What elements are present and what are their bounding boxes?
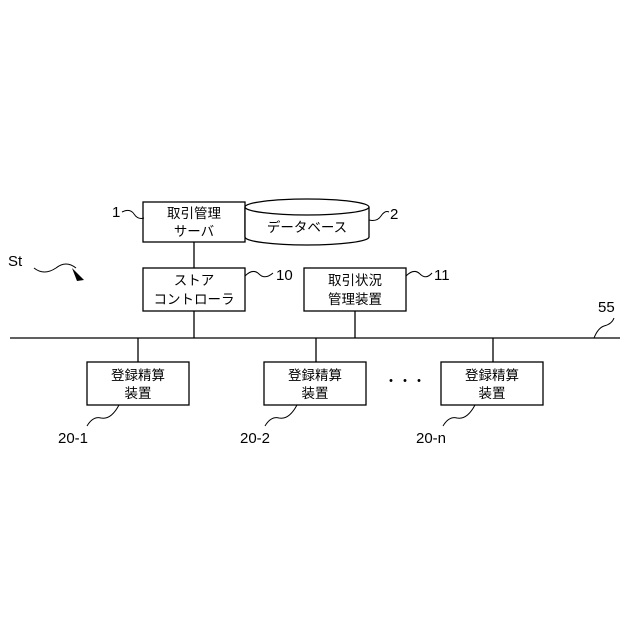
store-arrow-icon: [72, 268, 84, 281]
terminal-n-label-line1: 登録精算: [465, 368, 519, 384]
database-leader-line: [369, 212, 389, 221]
terminal-2-leader-line: [265, 405, 297, 426]
database-top: [245, 199, 369, 215]
server-node: 取引管理 サーバ: [143, 202, 245, 242]
database-node: データベース: [245, 199, 369, 245]
terminal-n-leader-line: [443, 405, 475, 426]
server-label-line1: 取引管理: [167, 206, 221, 222]
controller-label-line2: コントローラ: [154, 292, 235, 308]
terminal-n-label-line2: 装置: [479, 386, 506, 402]
terminal-2-label-line1: 登録精算: [288, 368, 342, 384]
status-manager-node: 取引状況 管理装置: [304, 268, 406, 311]
status-manager-label-line1: 取引状況: [328, 273, 382, 289]
controller-ref-label: 10: [276, 267, 293, 284]
terminal-1-label-line1: 登録精算: [111, 368, 165, 384]
database-label: データベース: [267, 219, 347, 236]
database-ref-label: 2: [390, 206, 398, 223]
network-ref-label: 55: [598, 299, 615, 316]
store-ref-label: St: [8, 253, 23, 270]
terminal-2-node: 登録精算 装置: [264, 362, 366, 405]
terminal-1-node: 登録精算 装置: [87, 362, 189, 405]
status-manager-label-line2: 管理装置: [328, 292, 382, 308]
status-manager-leader-line: [406, 271, 432, 276]
terminal-1-ref-label: 20-1: [58, 430, 88, 447]
server-label-line2: サーバ: [174, 224, 214, 240]
terminal-1-leader-line: [87, 405, 119, 426]
ellipsis: ・・・: [384, 374, 426, 390]
terminal-1-label-line2: 装置: [125, 386, 152, 402]
server-leader-line: [122, 210, 144, 218]
store-leader-line: [34, 264, 76, 272]
status-manager-ref-label: 11: [434, 267, 450, 284]
terminal-2-label-line2: 装置: [302, 386, 329, 402]
terminal-2-ref-label: 20-2: [240, 430, 270, 447]
controller-leader-line: [245, 271, 273, 276]
terminal-n-ref-label: 20-n: [416, 430, 446, 447]
controller-node: ストア コントローラ: [143, 268, 245, 311]
controller-label-line1: ストア: [174, 273, 215, 289]
network-leader-line: [594, 318, 614, 338]
terminal-n-node: 登録精算 装置: [441, 362, 543, 405]
server-ref-label: 1: [112, 204, 120, 221]
